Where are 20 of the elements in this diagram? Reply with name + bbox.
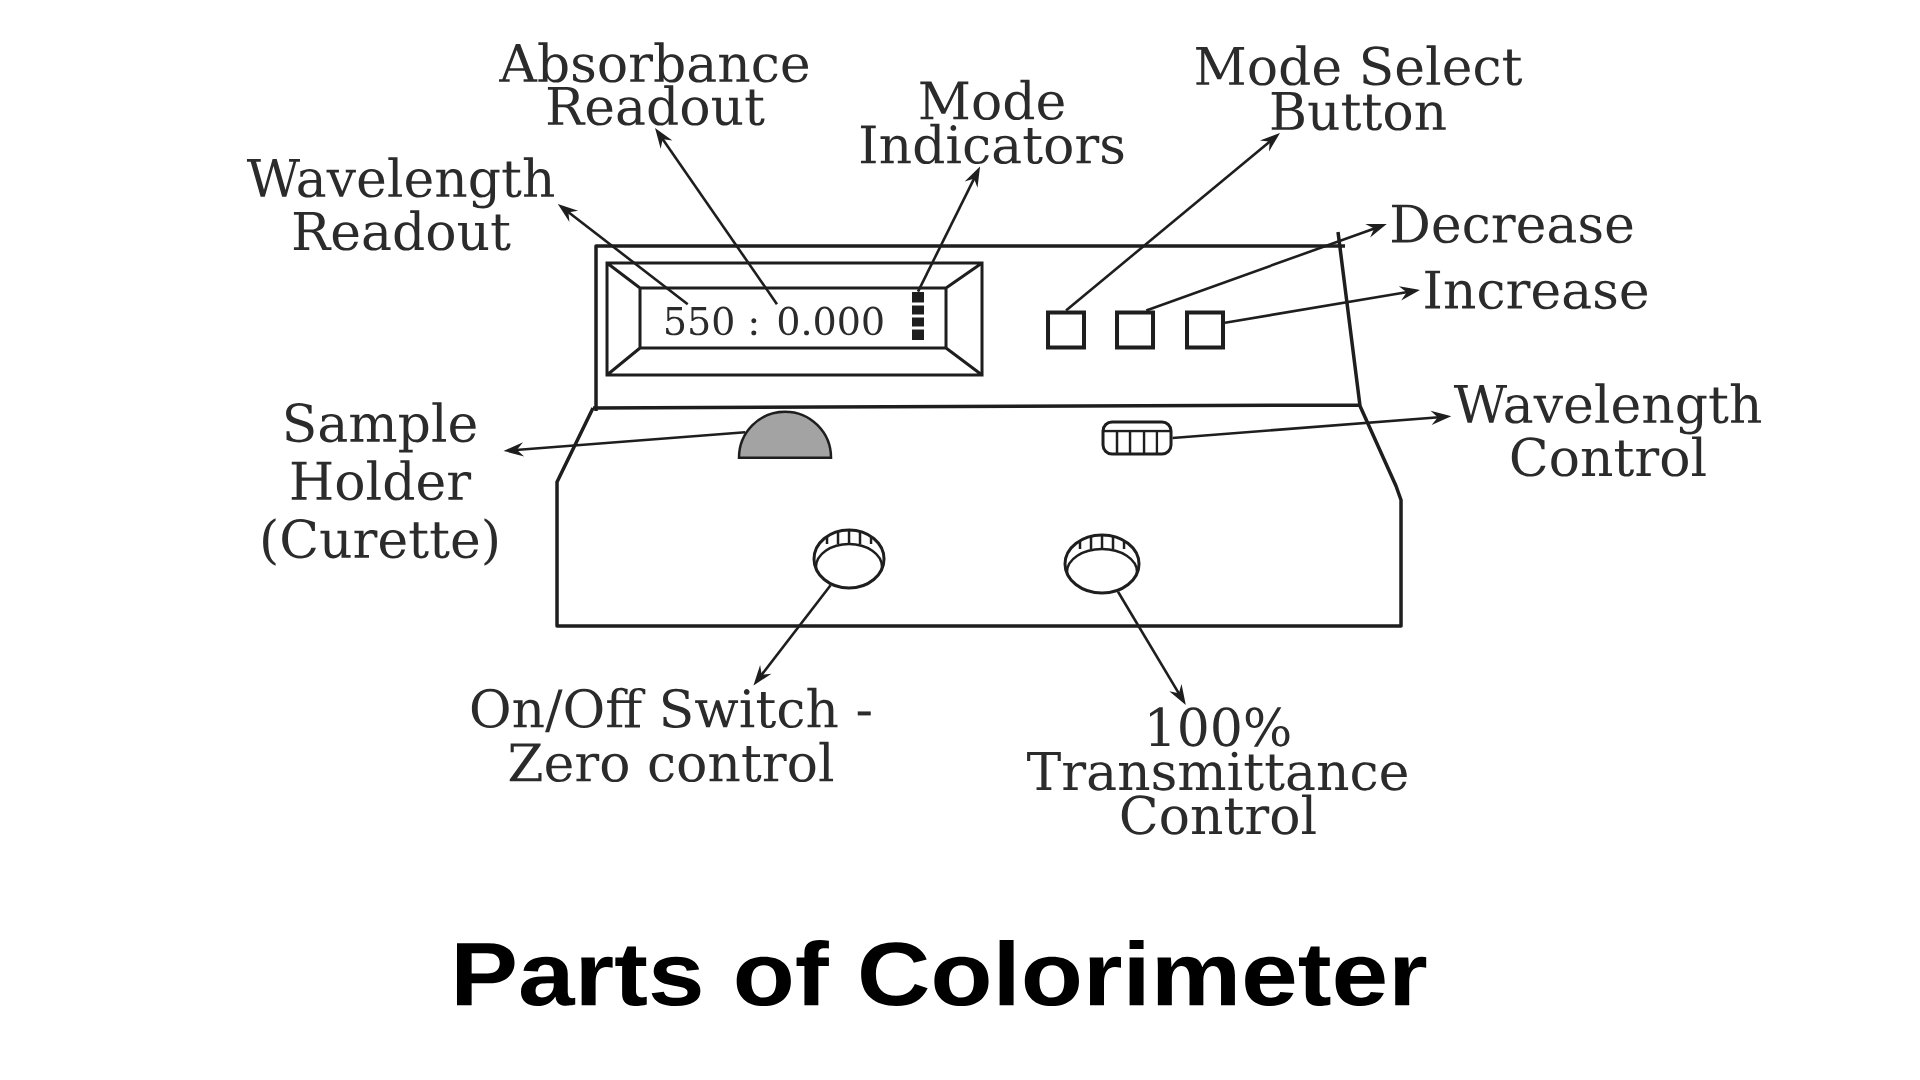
part-label: Sample Holder (Curette) (263, 402, 497, 566)
part-label: Increase (1425, 270, 1648, 310)
display-screen: 550 : 0.000 (605, 261, 984, 377)
part-label: Mode Indicators (860, 79, 1124, 165)
push-button (1115, 310, 1155, 350)
control-knob (1063, 533, 1141, 595)
part-label: 100% Transmittance Control (1027, 707, 1407, 835)
title: Parts of Colorimeter (457, 939, 1427, 1007)
control-knob (812, 528, 886, 590)
part-label: Wavelength Control (1453, 383, 1761, 477)
control-knob (1101, 420, 1173, 456)
indicator-bar (912, 292, 924, 340)
part-label: Absorbance Readout (499, 42, 809, 126)
sample-holder (737, 410, 833, 459)
push-button (1046, 310, 1086, 350)
part-label: On/Off Switch - Zero control (471, 687, 871, 783)
part-label: Decrease (1392, 204, 1633, 244)
push-button (1185, 310, 1225, 350)
part-label: Wavelength Readout (246, 157, 554, 251)
part-label: Mode Select Button (1196, 45, 1523, 131)
